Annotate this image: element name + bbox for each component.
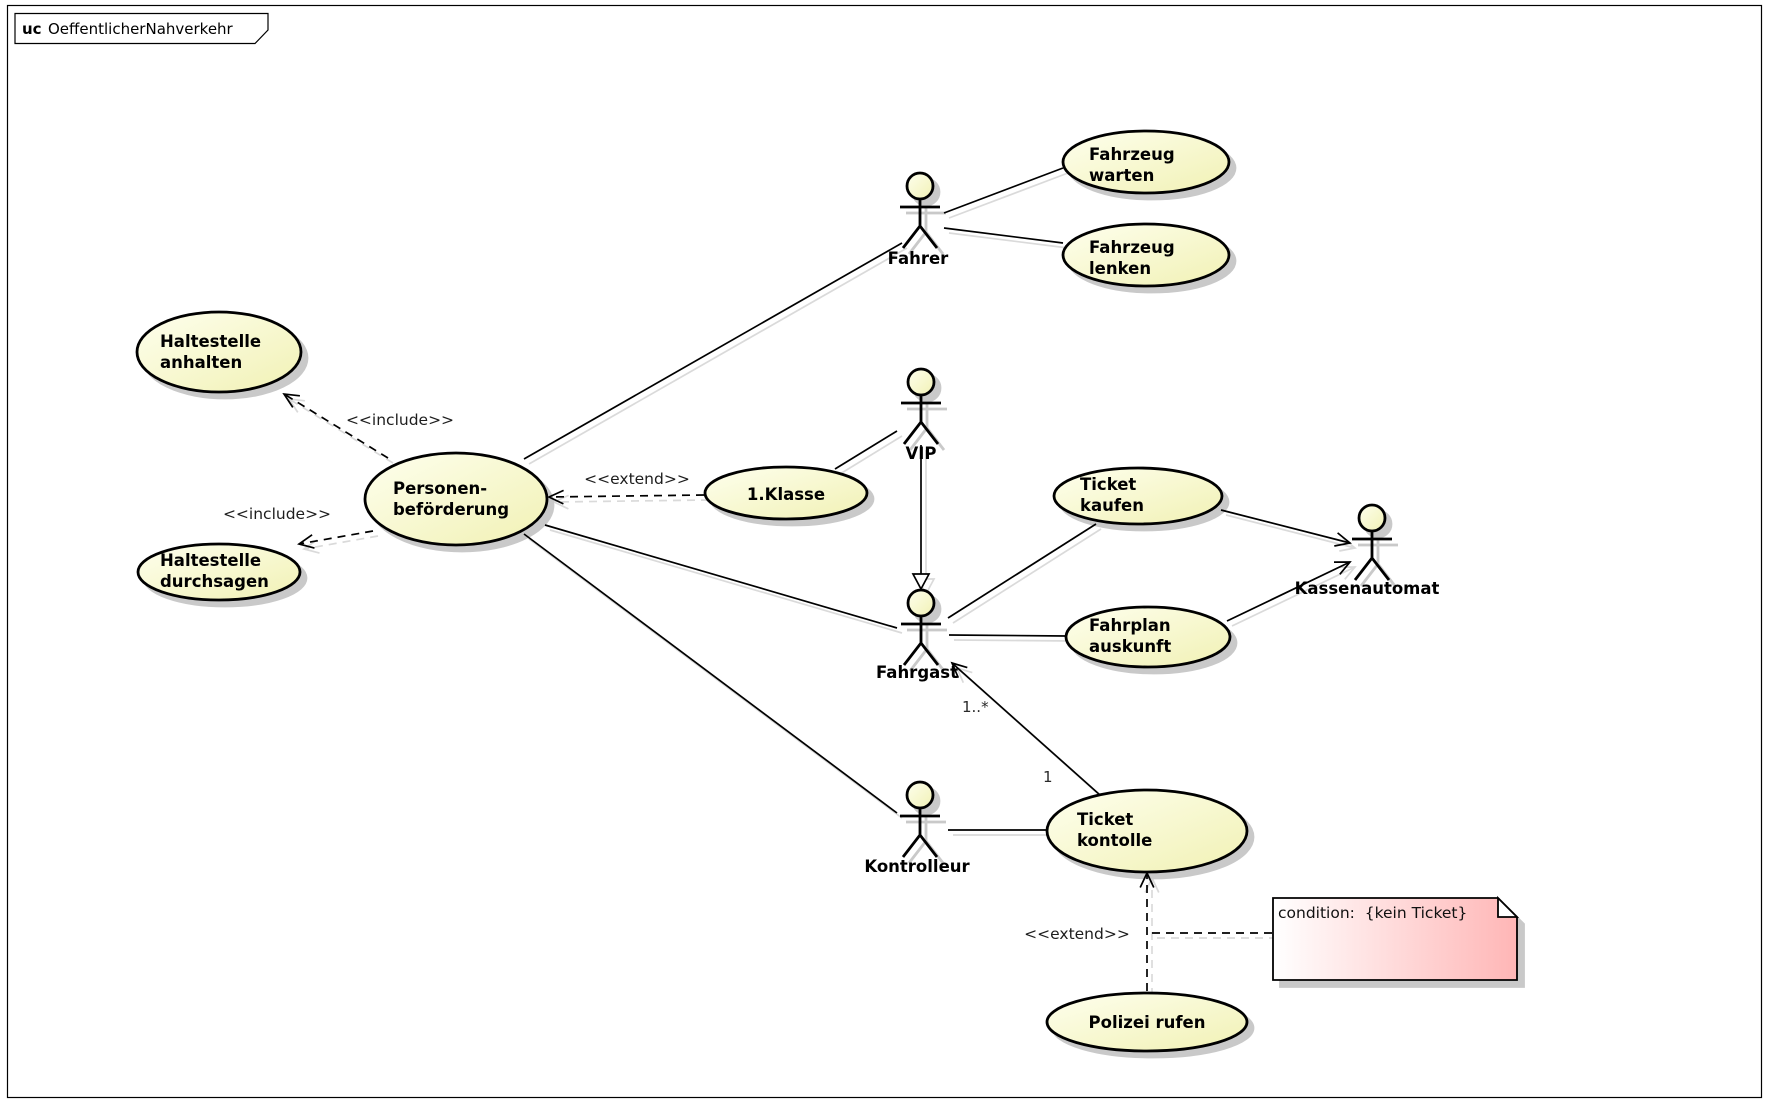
- usecase-label: kontolle: [1077, 831, 1152, 850]
- usecase-label: durchsagen: [160, 572, 269, 591]
- stereotype-extend: <<extend>>: [584, 470, 690, 488]
- usecase-label: lenken: [1089, 259, 1151, 278]
- usecase-label: Personen-: [393, 479, 487, 498]
- actor-label-fahrer: Fahrer: [888, 249, 950, 268]
- actor-kontrolleur: [898, 780, 942, 859]
- usecase-label: Fahrzeug: [1089, 238, 1175, 257]
- stereotype-extend: <<extend>>: [1024, 925, 1130, 943]
- stereotype-include: <<include>>: [223, 505, 331, 523]
- actor-kassenautomat: [1350, 503, 1394, 582]
- frame-keyword: uc: [22, 20, 42, 38]
- usecase-label: Haltestelle: [160, 551, 261, 570]
- actor-label-kontrolleur: Kontrolleur: [864, 857, 970, 876]
- actor-fahrgast: [899, 588, 943, 667]
- actor-label-kassenautomat: Kassenautomat: [1295, 579, 1440, 598]
- usecase-label: Fahrplan: [1089, 616, 1171, 635]
- actor-label-fahrgast: Fahrgast: [876, 663, 958, 682]
- actor-fahrer: [898, 171, 942, 250]
- usecase-label: Ticket: [1077, 810, 1133, 829]
- note-condition-text: condition: {kein Ticket}: [1278, 904, 1467, 922]
- frame-title-tab: [14, 12, 269, 45]
- usecase-label: warten: [1089, 166, 1154, 185]
- note-fold-corner-icon: [1497, 895, 1520, 918]
- actor-vip: [899, 367, 943, 446]
- usecase-haltestelle-anhalten: [135, 310, 303, 394]
- usecase-label: Polizei rufen: [1089, 1013, 1206, 1032]
- usecase-label: Ticket: [1080, 475, 1136, 494]
- usecase-label: anhalten: [160, 353, 242, 372]
- stereotype-include: <<include>>: [346, 411, 454, 429]
- usecase-label: Haltestelle: [160, 332, 261, 351]
- diagram-frame: [6, 4, 1763, 1099]
- usecase-label: auskunft: [1089, 637, 1171, 656]
- multiplicity-label: 1: [1043, 768, 1053, 786]
- multiplicity-label: 1..*: [962, 698, 989, 716]
- usecase-label: 1.Klasse: [747, 485, 825, 504]
- frame-title: OeffentlicherNahverkehr: [48, 20, 234, 38]
- actor-label-vip: VIP: [905, 444, 936, 463]
- usecase-label: Fahrzeug: [1089, 145, 1175, 164]
- usecase-personenbefoerderung: [363, 451, 549, 547]
- usecase-label: beförderung: [393, 500, 509, 519]
- usecase-label: kaufen: [1080, 496, 1144, 515]
